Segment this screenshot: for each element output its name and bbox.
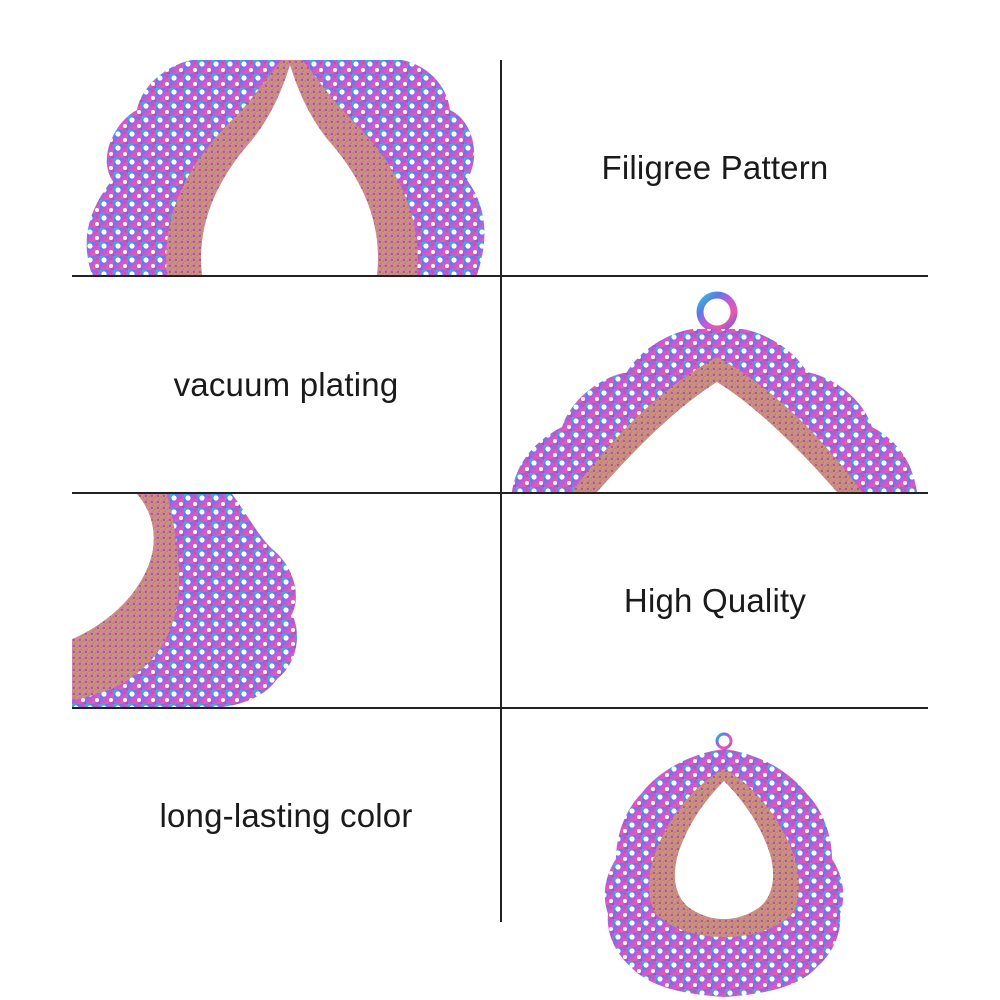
feature-label-long-lasting-color: long-lasting color bbox=[159, 796, 413, 834]
feature-cell-long-lasting-color: long-lasting color bbox=[72, 709, 500, 922]
pendant-loop-closeup bbox=[502, 277, 928, 492]
feature-label-vacuum-plating: vacuum plating bbox=[173, 365, 399, 403]
pendant-side-closeup bbox=[72, 494, 500, 707]
feature-cell-high-quality: High Quality bbox=[502, 494, 928, 707]
column-divider bbox=[500, 60, 502, 922]
pendant-top-closeup bbox=[72, 60, 500, 275]
feature-label-filigree: Filigree Pattern bbox=[601, 148, 829, 186]
feature-grid: Filigree Pattern vacuum plating High Qua… bbox=[72, 60, 928, 997]
feature-cell-vacuum-plating: vacuum plating bbox=[72, 277, 500, 492]
feature-cell-filigree: Filigree Pattern bbox=[502, 60, 928, 275]
pendant-full-view bbox=[502, 709, 928, 999]
feature-label-high-quality: High Quality bbox=[623, 581, 807, 619]
